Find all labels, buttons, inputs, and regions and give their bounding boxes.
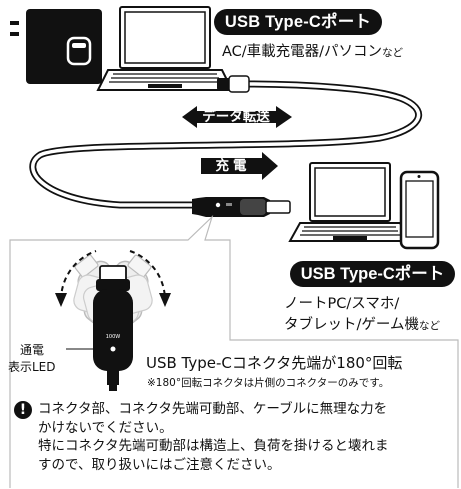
charging-arrow [201,152,278,180]
caution-text: コネクタ部、コネクタ先端可動部、ケーブルに無理な力を かけないでください。 特に… [38,400,454,474]
laptop-source-icon [96,6,234,91]
caution-line3: 特にコネクタ先端可動部は構造上、負荷を掛けると壊れま [38,438,389,454]
laptop-destination-icon [288,162,412,242]
destination-port-tag: USB Type-Cポート [290,261,455,287]
destination-devices-main: タブレット/ゲーム機 [284,317,419,333]
led-label-line2: 表示LED [8,360,56,374]
source-devices-suffix: など [382,47,404,59]
caution-line4: すので、取り扱いにはご注意ください。 [38,456,281,473]
caution-line2: かけないでください。 [38,419,173,436]
rotation-illustration [55,250,171,391]
rotating-connector-icon [192,197,291,217]
data-transfer-label: データ転送 [202,109,270,125]
connector-print: 100W [105,334,121,340]
destination-devices-line1: ノートPC/スマホ/ [284,296,400,312]
usb-c-plug-top [217,75,250,93]
data-transfer-arrow [182,106,292,128]
source-devices-label: AC/車載充電器/パソコンなど [222,40,403,61]
led-label-line1: 通電 [20,343,45,357]
source-devices-main: AC/車載充電器/パソコン [222,44,383,60]
caution-line1: コネクタ部、コネクタ先端可動部、ケーブルに無理な力を [38,401,388,417]
rotation-note: ※180°回転コネクタは片側のコネクターのみです。 [147,377,390,389]
rotation-title: USB Type-Cコネクタ先端が180°回転 [146,354,403,372]
ac-adapter-icon [10,9,102,84]
charging-label: 充電 [215,158,251,174]
smartphone-icon [399,170,440,250]
detail-callout-frame [9,214,459,488]
source-port-tag: USB Type-Cポート [214,9,382,35]
destination-devices-suffix: など [418,320,440,332]
destination-devices-line2: タブレット/ゲーム機など [284,313,440,334]
exclamation-icon: ! [14,401,32,419]
